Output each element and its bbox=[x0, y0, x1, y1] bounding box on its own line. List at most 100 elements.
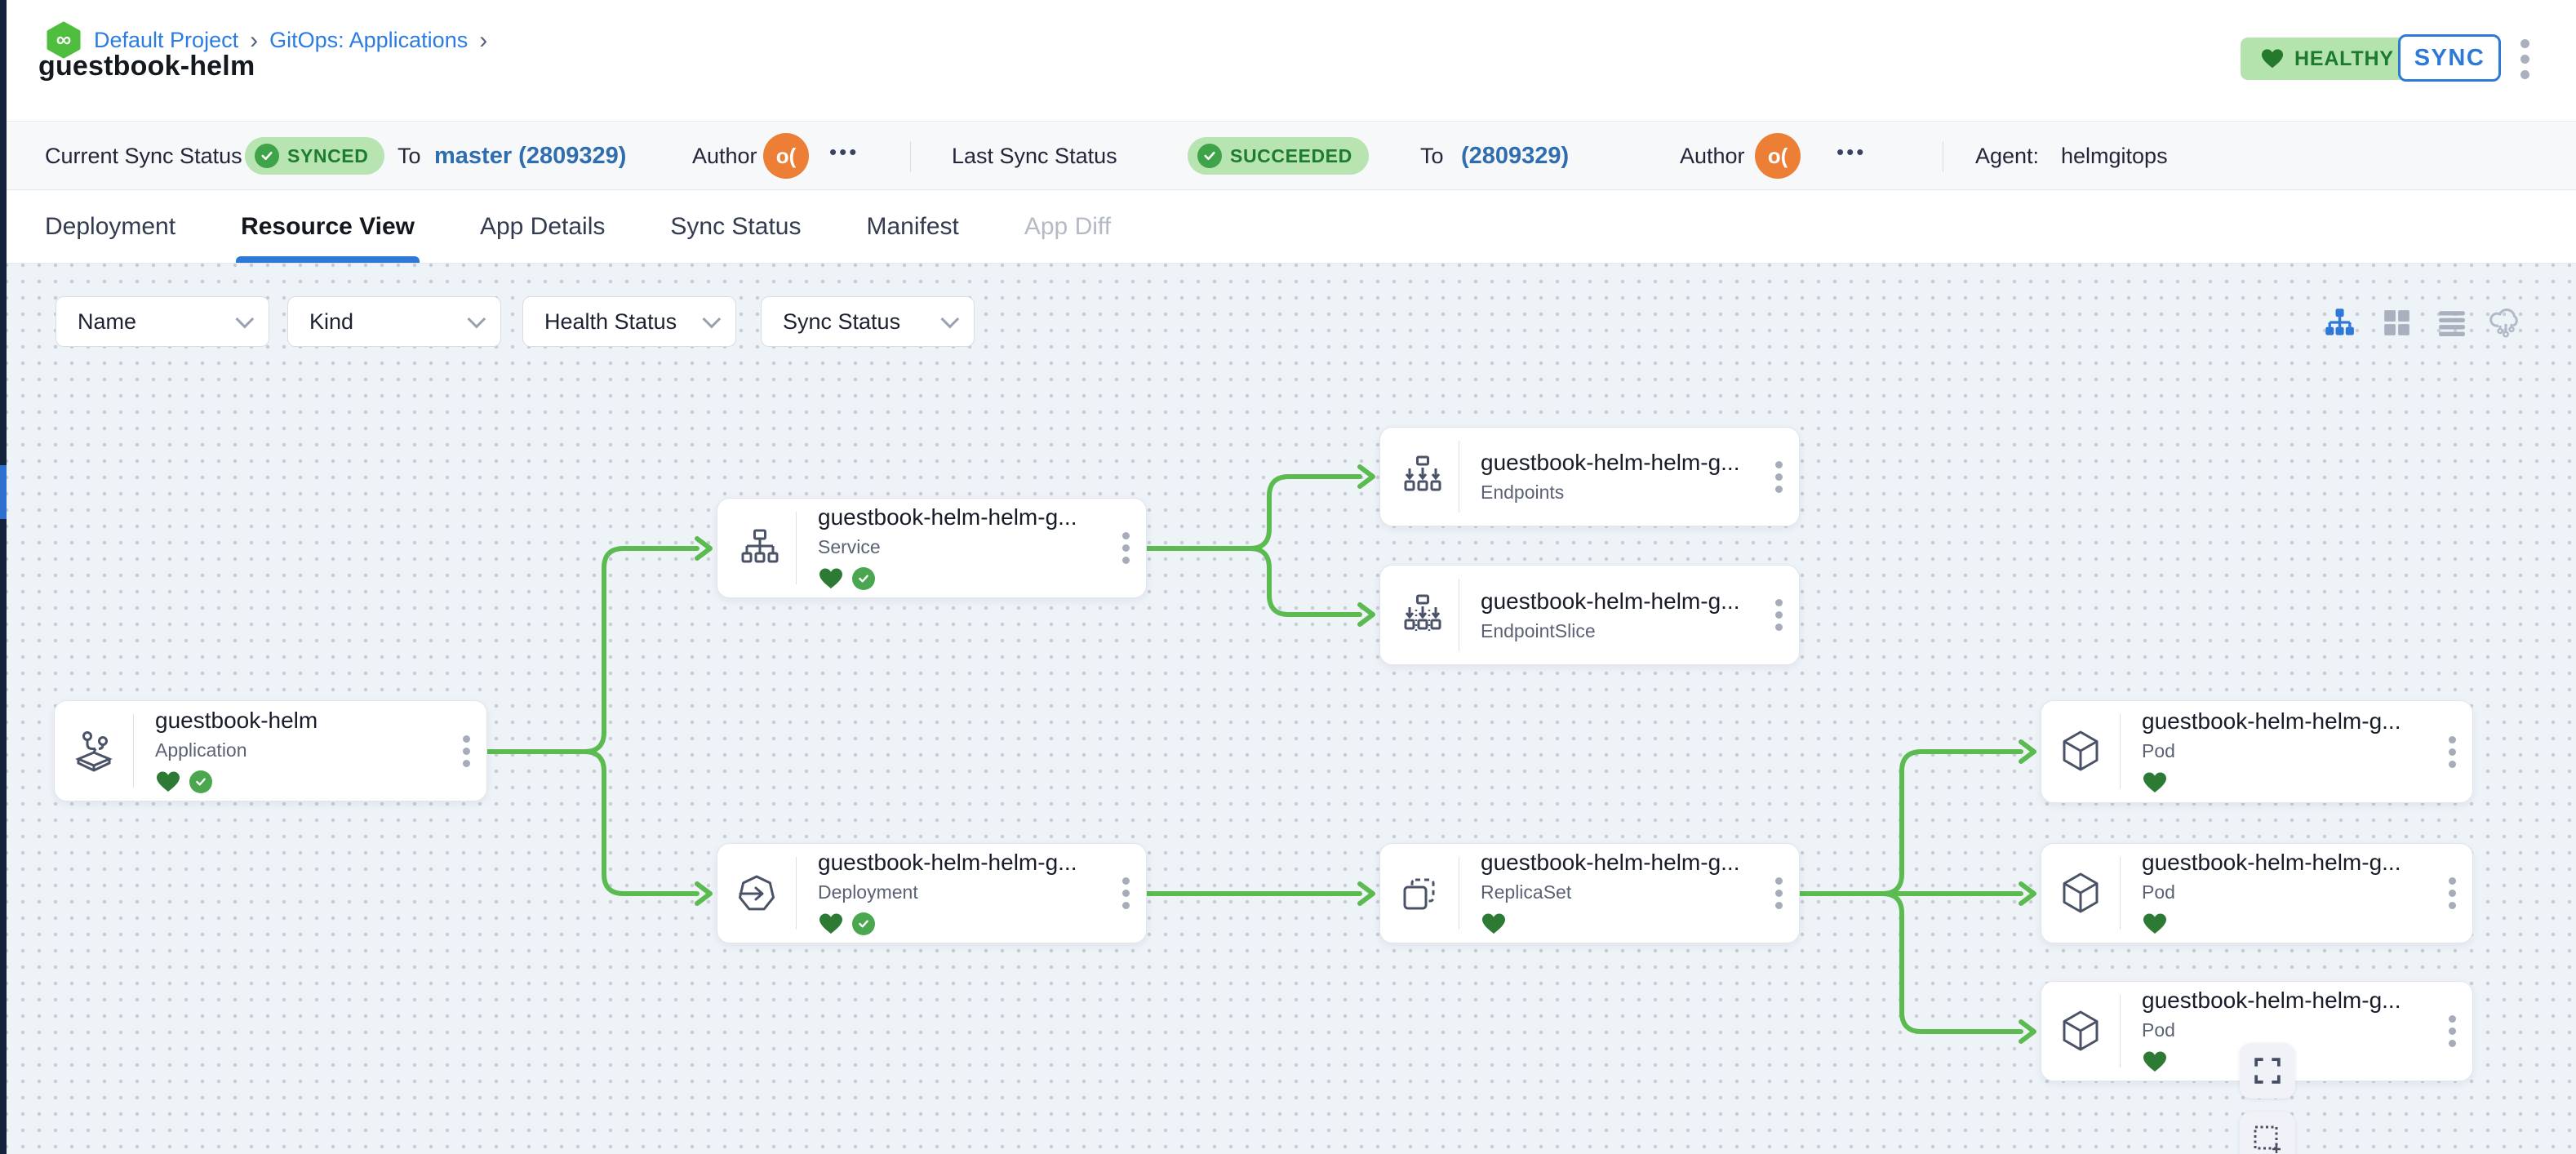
divider bbox=[910, 141, 911, 172]
left-nav-rail[interactable] bbox=[0, 0, 7, 1154]
breadcrumb-project-link[interactable]: Default Project bbox=[94, 27, 239, 52]
app-more-menu-button[interactable] bbox=[2520, 39, 2529, 79]
filter-kind[interactable]: Kind bbox=[287, 296, 501, 347]
sync-status-bar: Current Sync Status SYNCED To master (28… bbox=[7, 121, 2576, 190]
node-card-application[interactable]: guestbook-helm Application bbox=[54, 700, 487, 801]
healthy-heart-icon bbox=[2143, 772, 2166, 792]
tab-app-diff[interactable]: App Diff bbox=[1024, 212, 1112, 240]
healthy-heart-icon bbox=[1482, 913, 1505, 934]
node-card-deployment[interactable]: guestbook-helm-helm-g... Deployment bbox=[717, 843, 1147, 943]
tab-deployment[interactable]: Deployment bbox=[45, 212, 176, 240]
app-header: ∞ Default Project › GitOps: Applications… bbox=[7, 0, 2576, 121]
node-status-icons bbox=[2142, 770, 2449, 796]
node-kind: EndpointSlice bbox=[1481, 619, 1596, 641]
commit-more-button[interactable]: ••• bbox=[1837, 140, 1867, 164]
endpointslice-icon bbox=[1380, 566, 1459, 664]
node-card-service[interactable]: guestbook-helm-helm-g... Service bbox=[717, 498, 1147, 598]
node-title: guestbook-helm-helm-g... bbox=[2142, 988, 2401, 1013]
node-title: guestbook-helm-helm-g... bbox=[818, 850, 1077, 875]
commit-more-button[interactable]: ••• bbox=[829, 140, 859, 164]
resource-graph-canvas[interactable]: Name Kind Health Status Sync Status bbox=[7, 264, 2576, 1154]
fullscreen-button[interactable] bbox=[2240, 1043, 2295, 1099]
tab-sync-status[interactable]: Sync Status bbox=[670, 212, 802, 240]
filter-label: Name bbox=[78, 308, 137, 334]
fullscreen-icon bbox=[2254, 1058, 2281, 1084]
node-menu-button[interactable] bbox=[1775, 599, 1783, 631]
healthy-heart-icon bbox=[2143, 1051, 2166, 1072]
filter-health-status[interactable]: Health Status bbox=[522, 296, 736, 347]
svg-text:∞: ∞ bbox=[56, 27, 72, 51]
node-card-endpoints[interactable]: guestbook-helm-helm-g... Endpoints bbox=[1379, 427, 1800, 526]
health-badge-label: HEALTHY bbox=[2294, 47, 2394, 70]
tab-manifest[interactable]: Manifest bbox=[866, 212, 959, 240]
healthy-heart-icon bbox=[819, 568, 842, 588]
agent-value: helmgitops bbox=[2061, 144, 2168, 168]
breadcrumb-separator: › bbox=[250, 26, 259, 54]
node-card-endpointslice[interactable]: guestbook-helm-helm-g... EndpointSlice bbox=[1379, 565, 1800, 665]
node-title: guestbook-helm-helm-g... bbox=[2142, 850, 2401, 875]
last-revision-link[interactable]: (2809329) bbox=[1461, 143, 1570, 169]
node-status-icons bbox=[2142, 911, 2449, 937]
tab-resource-view[interactable]: Resource View bbox=[236, 190, 420, 263]
node-kind: Pod bbox=[2142, 739, 2175, 761]
divider bbox=[796, 512, 797, 584]
node-menu-button[interactable] bbox=[1775, 460, 1783, 493]
node-status-icons bbox=[2142, 1049, 2449, 1075]
node-menu-button[interactable] bbox=[2449, 1015, 2456, 1047]
grid-view-icon[interactable] bbox=[2380, 306, 2413, 339]
current-sync-status-label: Current Sync Status bbox=[45, 144, 242, 168]
node-menu-button[interactable] bbox=[2449, 877, 2456, 909]
node-kind: Application bbox=[155, 739, 247, 761]
list-view-icon[interactable] bbox=[2436, 306, 2468, 339]
node-menu-button[interactable] bbox=[2449, 735, 2456, 768]
node-title: guestbook-helm-helm-g... bbox=[2142, 708, 2401, 734]
node-status-icons bbox=[818, 566, 1122, 592]
node-status-icons bbox=[818, 911, 1122, 937]
node-title: guestbook-helm-helm-g... bbox=[1481, 850, 1740, 875]
nav-rail-active-indicator bbox=[0, 465, 7, 519]
filter-label: Health Status bbox=[544, 308, 677, 334]
node-card-pod[interactable]: guestbook-helm-helm-g... Pod bbox=[2041, 843, 2473, 943]
synced-check-icon bbox=[852, 912, 875, 935]
healthy-heart-icon bbox=[819, 913, 842, 934]
node-kind: Deployment bbox=[818, 881, 918, 903]
tab-app-details[interactable]: App Details bbox=[479, 212, 606, 240]
divider bbox=[2120, 857, 2121, 930]
filter-sync-status[interactable]: Sync Status bbox=[761, 296, 975, 347]
graph-edges bbox=[485, 464, 2036, 1044]
node-card-replicaset[interactable]: guestbook-helm-helm-g... ReplicaSet bbox=[1379, 843, 1800, 943]
node-kind: ReplicaSet bbox=[1481, 881, 1572, 903]
author-avatar: o( bbox=[1755, 133, 1801, 179]
pod-icon bbox=[2041, 844, 2120, 943]
node-menu-button[interactable] bbox=[1122, 532, 1130, 564]
node-kind: Pod bbox=[2142, 881, 2175, 903]
replicaset-icon bbox=[1380, 844, 1459, 943]
divider bbox=[2120, 714, 2121, 789]
author-label: Author bbox=[692, 144, 757, 168]
node-title: guestbook-helm-helm-g... bbox=[818, 504, 1077, 530]
check-circle-icon bbox=[1197, 144, 1222, 168]
pod-icon bbox=[2041, 701, 2120, 802]
tree-view-icon[interactable] bbox=[2323, 306, 2356, 339]
filter-name[interactable]: Name bbox=[56, 296, 269, 347]
page-title: guestbook-helm bbox=[38, 51, 255, 82]
healthy-heart-icon bbox=[2143, 913, 2166, 934]
succeeded-badge-label: SUCCEEDED bbox=[1230, 144, 1352, 166]
author-label: Author bbox=[1680, 144, 1745, 168]
node-menu-button[interactable] bbox=[1775, 877, 1783, 909]
node-menu-button[interactable] bbox=[1122, 877, 1130, 909]
marquee-select-button[interactable] bbox=[2240, 1112, 2295, 1154]
application-icon bbox=[55, 701, 133, 801]
breadcrumb-separator: › bbox=[479, 26, 488, 54]
node-card-pod[interactable]: guestbook-helm-helm-g... Pod bbox=[2041, 700, 2473, 803]
synced-badge: SYNCED bbox=[245, 137, 385, 175]
breadcrumb-applications-link[interactable]: GitOps: Applications bbox=[269, 27, 469, 52]
node-title: guestbook-helm-helm-g... bbox=[1481, 450, 1740, 475]
cloud-view-icon[interactable] bbox=[2489, 306, 2522, 339]
endpoints-icon bbox=[1380, 428, 1459, 526]
node-title: guestbook-helm bbox=[155, 707, 318, 733]
current-revision-link[interactable]: master (2809329) bbox=[434, 143, 627, 169]
sync-button[interactable]: SYNC bbox=[2398, 34, 2501, 82]
node-menu-button[interactable] bbox=[463, 735, 470, 767]
node-title: guestbook-helm-helm-g... bbox=[1481, 588, 1740, 614]
